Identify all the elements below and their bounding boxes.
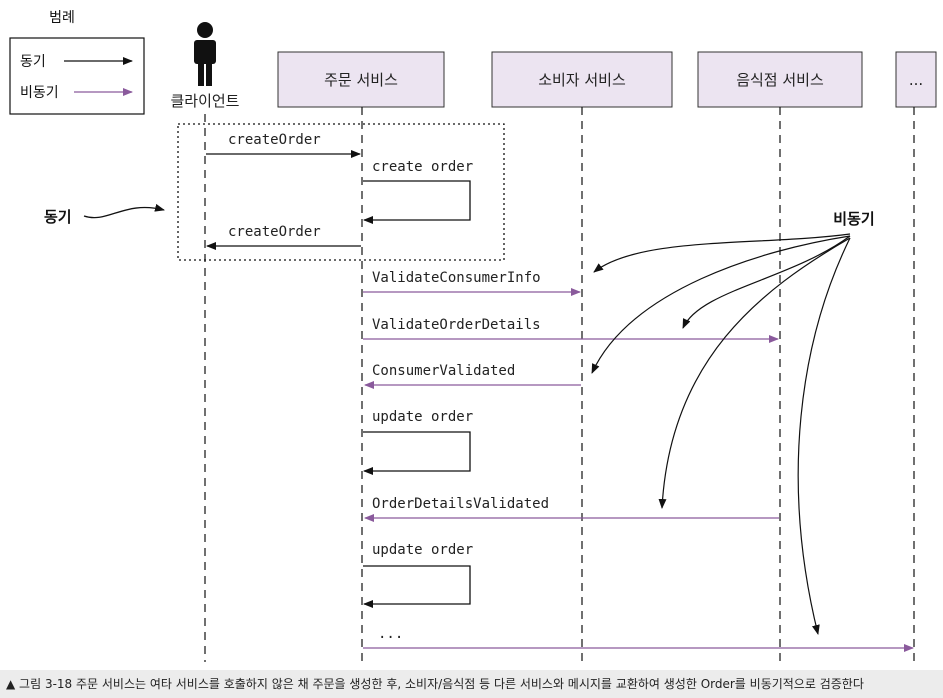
msg-validate-consumer-info-label: ValidateConsumerInfo <box>372 270 541 286</box>
legend-async-label: 비동기 <box>20 85 59 101</box>
async-annotation-arrows <box>591 233 851 635</box>
order-service-label: 주문 서비스 <box>324 71 398 89</box>
msg-create-order-return-label: createOrder <box>228 224 321 240</box>
restaurant-service-label: 음식점 서비스 <box>736 71 824 89</box>
msg-order-details-validated-label: OrderDetailsValidated <box>372 496 549 512</box>
self-update-order-2-arrow <box>363 565 471 608</box>
legend-box <box>9 37 145 115</box>
self-create-order-label: create order <box>372 159 473 175</box>
lifelines <box>204 107 915 662</box>
legend: 범례 동기 비동기 <box>9 10 145 115</box>
msg-create-order-label: createOrder <box>228 132 321 148</box>
sync-annotation-label: 동기 <box>44 208 72 226</box>
self-update-order-1-label: update order <box>372 409 473 425</box>
restaurant-service-box <box>697 51 863 108</box>
self-update-order-2-label: update order <box>372 542 473 558</box>
figure-caption: ▲ 그림 3-18 주문 서비스는 여타 서비스를 호출하지 않은 채 주문을 … <box>0 670 943 698</box>
more-services-label: ... <box>909 71 923 89</box>
sync-annotation-arrow <box>83 203 165 219</box>
self-create-order-arrow <box>363 180 471 224</box>
legend-sync-label: 동기 <box>20 54 46 70</box>
async-annotation-label: 비동기 <box>833 210 874 228</box>
client-label: 클라이언트 <box>170 92 239 110</box>
person-icon <box>194 22 216 86</box>
consumer-service-label: 소비자 서비스 <box>538 71 626 89</box>
msg-ellipsis-label: ... <box>378 626 403 642</box>
sync-group-box <box>177 123 505 261</box>
order-service-box <box>277 51 445 108</box>
consumer-service-box <box>491 51 673 108</box>
more-services-box <box>895 51 937 108</box>
legend-title: 범례 <box>49 10 75 26</box>
msg-consumer-validated-label: ConsumerValidated <box>372 363 515 379</box>
client-actor: 클라이언트 <box>170 22 240 110</box>
msg-validate-order-details-label: ValidateOrderDetails <box>372 317 541 333</box>
self-update-order-1-arrow <box>363 431 471 475</box>
